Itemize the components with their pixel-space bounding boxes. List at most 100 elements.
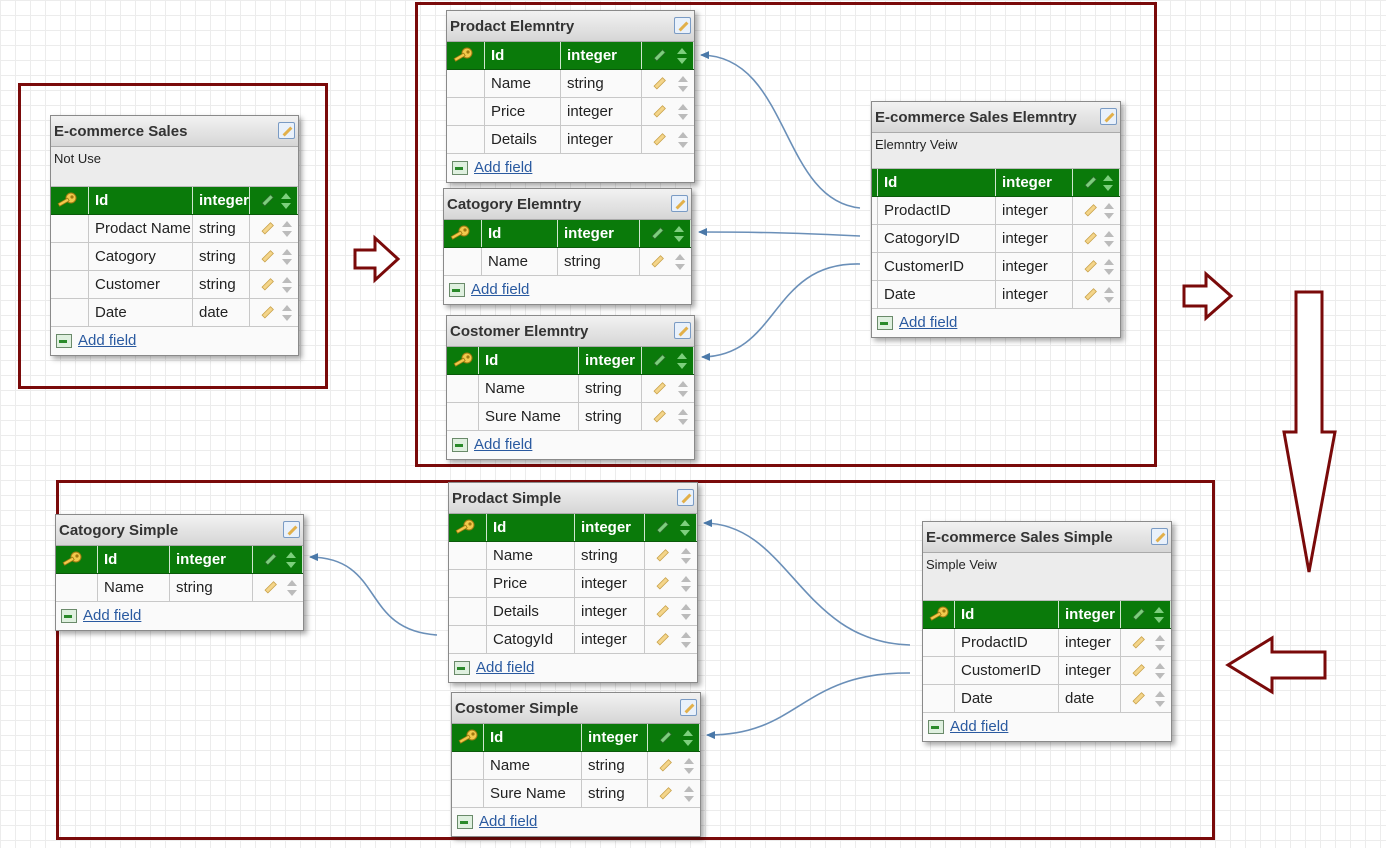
reorder-arrows-icon[interactable] — [1104, 286, 1114, 304]
pencil-icon[interactable] — [658, 787, 672, 801]
reorder-arrows-icon[interactable] — [684, 785, 694, 803]
table-header[interactable]: E-commerce Sales Simple — [923, 522, 1171, 553]
pencil-icon[interactable] — [1083, 204, 1097, 218]
table-header[interactable]: Prodact Simple — [449, 483, 697, 514]
edit-table-icon[interactable] — [1100, 108, 1117, 125]
table-header[interactable]: Catogory Elemntry — [444, 189, 691, 220]
reorder-arrows-icon[interactable] — [674, 225, 684, 243]
edit-table-icon[interactable] — [283, 521, 300, 538]
pencil-icon[interactable] — [260, 250, 274, 264]
add-field-link[interactable]: Add field — [474, 159, 533, 176]
reorder-arrows-icon[interactable] — [282, 304, 292, 322]
pencil-icon[interactable] — [652, 77, 666, 91]
pencil-icon[interactable] — [260, 278, 274, 292]
reorder-arrows-icon[interactable] — [1155, 634, 1165, 652]
table-header[interactable]: E-commerce Sales — [51, 116, 298, 147]
pencil-icon[interactable] — [1131, 692, 1145, 706]
reorder-arrows-icon[interactable] — [681, 631, 691, 649]
add-field-icon[interactable] — [877, 316, 893, 330]
add-field-link[interactable]: Add field — [950, 718, 1009, 735]
pencil-icon[interactable] — [652, 382, 666, 396]
reorder-arrows-icon[interactable] — [282, 276, 292, 294]
table-header[interactable]: Costomer Elemntry — [447, 316, 694, 347]
table-header[interactable]: Costomer Simple — [452, 693, 700, 724]
reorder-arrows-icon[interactable] — [1104, 230, 1114, 248]
add-field-link[interactable]: Add field — [479, 813, 538, 830]
add-field-icon[interactable] — [449, 283, 465, 297]
pencil-icon[interactable] — [650, 255, 664, 269]
reorder-arrows-icon[interactable] — [678, 380, 688, 398]
reorder-arrows-icon[interactable] — [681, 575, 691, 593]
reorder-arrows-icon[interactable] — [681, 547, 691, 565]
edit-table-icon[interactable] — [674, 17, 691, 34]
edit-table-icon[interactable] — [677, 489, 694, 506]
add-field-link[interactable]: Add field — [899, 314, 958, 331]
reorder-arrows-icon[interactable] — [1155, 662, 1165, 680]
reorder-arrows-icon[interactable] — [678, 408, 688, 426]
add-field-icon[interactable] — [452, 438, 468, 452]
pencil-icon[interactable] — [260, 222, 274, 236]
reorder-arrows-icon[interactable] — [1154, 606, 1164, 624]
pencil-icon[interactable] — [652, 410, 666, 424]
reorder-arrows-icon[interactable] — [1155, 690, 1165, 708]
reorder-arrows-icon[interactable] — [678, 103, 688, 121]
pencil-icon[interactable] — [1131, 636, 1145, 650]
table-header[interactable]: Prodact Elemntry — [447, 11, 694, 42]
reorder-arrows-icon[interactable] — [1104, 202, 1114, 220]
add-field-icon[interactable] — [454, 661, 470, 675]
add-field-icon[interactable] — [452, 161, 468, 175]
reorder-arrows-icon[interactable] — [287, 579, 297, 597]
pencil-icon[interactable] — [655, 633, 669, 647]
reorder-arrows-icon[interactable] — [683, 729, 693, 747]
reorder-arrows-icon[interactable] — [675, 253, 685, 271]
reorder-arrows-icon[interactable] — [281, 192, 291, 210]
add-field-icon[interactable] — [61, 609, 77, 623]
edit-table-icon[interactable] — [1151, 528, 1168, 545]
pencil-icon[interactable] — [655, 605, 669, 619]
table-header[interactable]: E-commerce Sales Elemntry — [872, 102, 1120, 133]
reorder-arrows-icon[interactable] — [680, 519, 690, 537]
table-header[interactable]: Catogory Simple — [56, 515, 303, 546]
pencil-icon[interactable] — [658, 759, 672, 773]
reorder-arrows-icon[interactable] — [678, 75, 688, 93]
add-field-link[interactable]: Add field — [83, 607, 142, 624]
reorder-arrows-icon[interactable] — [1104, 258, 1114, 276]
pencil-icon[interactable] — [1083, 260, 1097, 274]
edit-table-icon[interactable] — [680, 699, 697, 716]
edit-table-icon[interactable] — [674, 322, 691, 339]
pencil-icon[interactable] — [1083, 232, 1097, 246]
pencil-icon[interactable] — [652, 105, 666, 119]
reorder-arrows-icon[interactable] — [282, 248, 292, 266]
pencil-icon[interactable] — [263, 581, 277, 595]
reorder-arrows-icon[interactable] — [678, 131, 688, 149]
reorder-arrows-icon[interactable] — [684, 757, 694, 775]
reorder-arrows-icon[interactable] — [677, 47, 687, 65]
add-field-link[interactable]: Add field — [471, 281, 530, 298]
